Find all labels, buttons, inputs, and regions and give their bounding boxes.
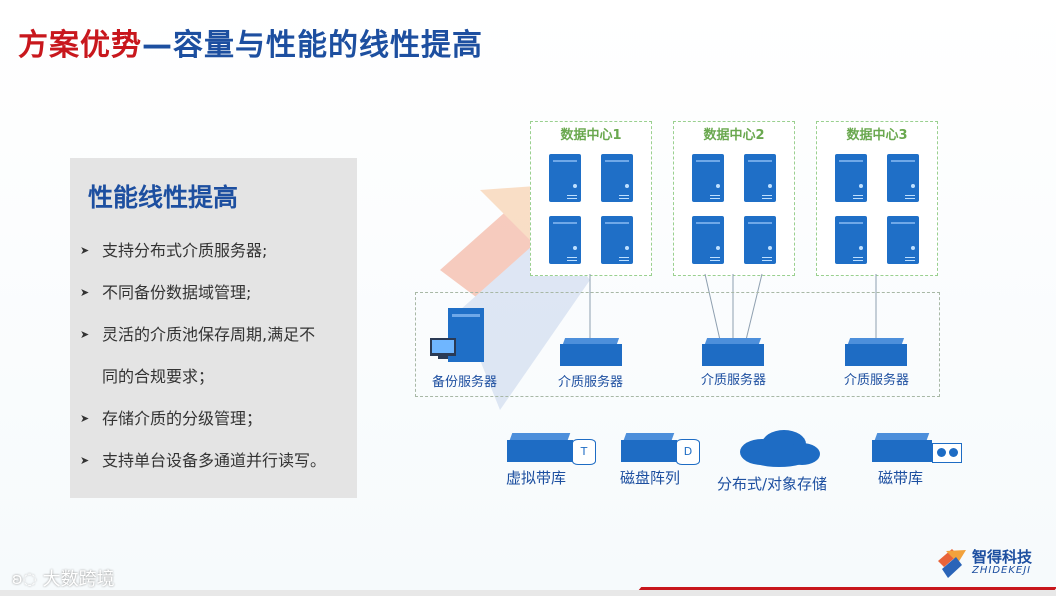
datacenter-3: 数据中心3 [816, 121, 938, 276]
backup-network-zone [415, 292, 940, 397]
title-part-2: —容量与性能的线性提高 [142, 28, 483, 63]
server-icon [601, 216, 633, 264]
server-icon [549, 216, 581, 264]
media-server-label: 介质服务器 [844, 373, 910, 388]
tape-library-label: 磁带库 [878, 469, 924, 487]
bullet-item-continued: 同的合规要求； [102, 367, 215, 386]
server-icon [887, 216, 919, 264]
tape-badge-icon: T [572, 439, 596, 465]
feature-panel: 性能线性提高 ➤支持分布式介质服务器; ➤不同备份数据域管理; ➤灵活的介质池保… [70, 158, 357, 498]
media-server-icon [702, 344, 764, 366]
brand-name-cn: 智得科技 [972, 548, 1033, 566]
server-icon [692, 216, 724, 264]
media-server-icon [845, 344, 907, 366]
server-icon [887, 154, 919, 202]
media-server-icon [560, 344, 622, 366]
server-icon [744, 154, 776, 202]
server-icon [601, 154, 633, 202]
title-part-1: 方案优势 [18, 28, 142, 63]
watermark: ʚ◌ 大数跨境 [12, 565, 115, 591]
bullet-item: ➤灵活的介质池保存周期,满足不 [80, 314, 355, 356]
disk-badge-icon: D [676, 439, 700, 465]
bullet-item: ➤支持单台设备多通道并行读写。 [80, 440, 355, 482]
page-title: 方案优势—容量与性能的线性提高 [18, 20, 483, 64]
tape-reels-icon [932, 443, 962, 463]
bullet-item: ➤不同备份数据域管理; [80, 272, 355, 314]
footer-bar [0, 590, 1056, 596]
panel-heading: 性能线性提高 [88, 183, 239, 212]
media-server-label: 介质服务器 [558, 375, 624, 390]
brand-name-en: ZHIDEKEJI [972, 565, 1032, 576]
datacenter-1: 数据中心1 [530, 121, 652, 276]
virtual-tape-library-label: 虚拟带库 [506, 469, 567, 487]
virtual-tape-library-icon [507, 440, 573, 462]
bullet-list: ➤支持分布式介质服务器; ➤不同备份数据域管理; ➤灵活的介质池保存周期,满足不… [80, 230, 355, 482]
server-icon [692, 154, 724, 202]
tape-library-icon [872, 440, 932, 462]
datacenter-label: 数据中心1 [560, 128, 622, 143]
watermark-logo-icon: ʚ◌ [12, 568, 37, 588]
bullet-item: ➤存储介质的分级管理； [80, 398, 355, 440]
server-icon [744, 216, 776, 264]
datacenter-label: 数据中心3 [846, 128, 908, 143]
bullet-item: ➤支持分布式介质服务器; [80, 230, 355, 272]
bullet-arrow-icon: ➤ [80, 286, 90, 299]
disk-array-label: 磁盘阵列 [620, 469, 681, 487]
object-storage-label: 分布式/对象存储 [717, 475, 828, 493]
backup-server-label: 备份服务器 [432, 375, 498, 390]
datacenter-label: 数据中心2 [703, 128, 765, 143]
backup-server-icon [430, 308, 484, 362]
brand-logo-icon [938, 549, 966, 578]
bullet-arrow-icon: ➤ [80, 412, 90, 425]
watermark-text: 大数跨境 [42, 569, 115, 590]
cloud-storage-icon [740, 430, 820, 467]
bullet-arrow-icon: ➤ [80, 454, 90, 467]
brand-logo: 智得科技 ZHIDEKEJI [936, 547, 1032, 579]
disk-array-icon [621, 440, 677, 462]
bullet-arrow-icon: ➤ [80, 244, 90, 257]
media-server-label: 介质服务器 [701, 373, 767, 388]
datacenter-2: 数据中心2 [673, 121, 795, 276]
bullet-arrow-icon: ➤ [80, 328, 90, 341]
server-icon [835, 216, 867, 264]
server-icon [549, 154, 581, 202]
server-icon [835, 154, 867, 202]
